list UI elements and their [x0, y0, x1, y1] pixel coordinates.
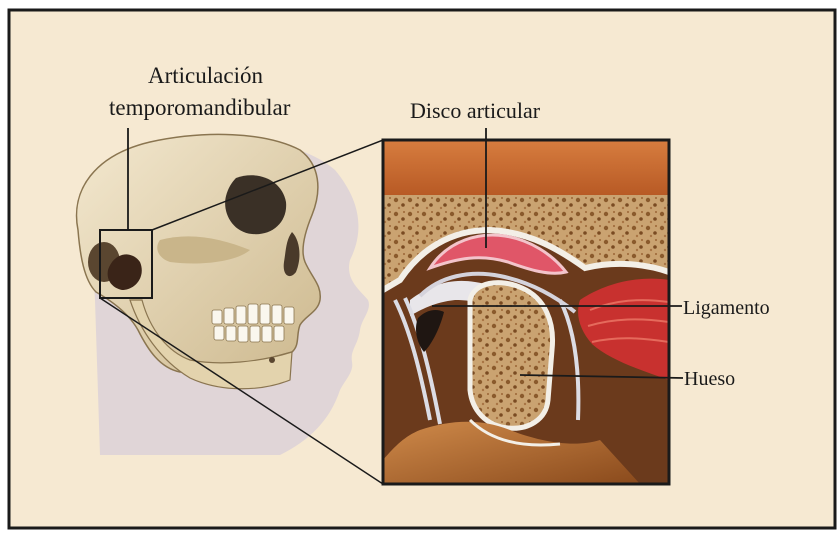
- condyle-bone: [470, 283, 553, 429]
- tmj-cross-section-illustration: [383, 140, 669, 484]
- tmj-label-line1: Articulación: [148, 64, 263, 87]
- bone-label: Hueso: [684, 369, 735, 389]
- tmj-label-line2: temporomandibular: [109, 96, 290, 119]
- disc-label: Disco articular: [410, 100, 540, 122]
- ligament-label: Ligamento: [683, 298, 770, 318]
